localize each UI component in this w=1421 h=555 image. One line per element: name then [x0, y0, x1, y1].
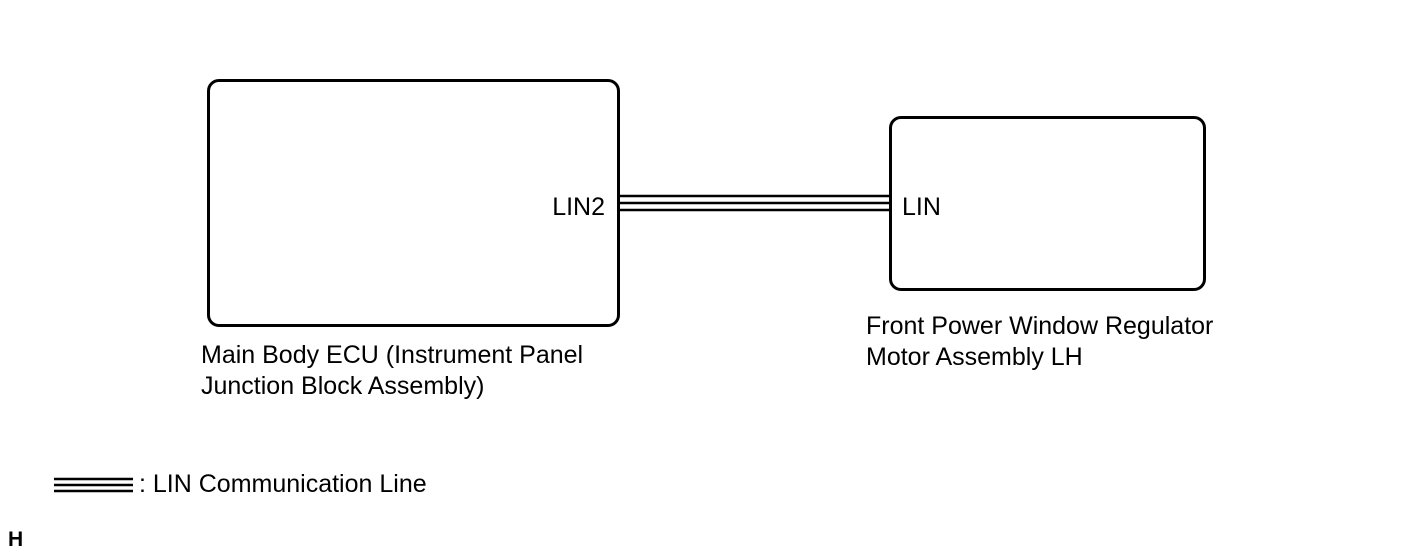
ecu-name-line: Main Body ECU (Instrument Panel [201, 341, 584, 369]
motor-pin-label: LIN [902, 193, 941, 221]
motor-name-line: Motor Assembly LH [866, 343, 1083, 371]
lin-communication-line [620, 194, 889, 212]
window-motor-box: LIN [889, 116, 1206, 291]
motor-name-label: Front Power Window Regulator Motor Assem… [866, 311, 1213, 373]
legend-label: : LIN Communication Line [139, 470, 427, 498]
corner-mark: H [8, 528, 24, 551]
legend-line-symbol [54, 477, 133, 493]
main-body-ecu-box: LIN2 [207, 79, 620, 327]
motor-name-line: Front Power Window Regulator [866, 312, 1214, 340]
ecu-pin-label: LIN2 [552, 193, 605, 221]
ecu-name-line: Junction Block Assembly) [201, 372, 485, 400]
ecu-name-label: Main Body ECU (Instrument Panel Junction… [201, 340, 583, 402]
